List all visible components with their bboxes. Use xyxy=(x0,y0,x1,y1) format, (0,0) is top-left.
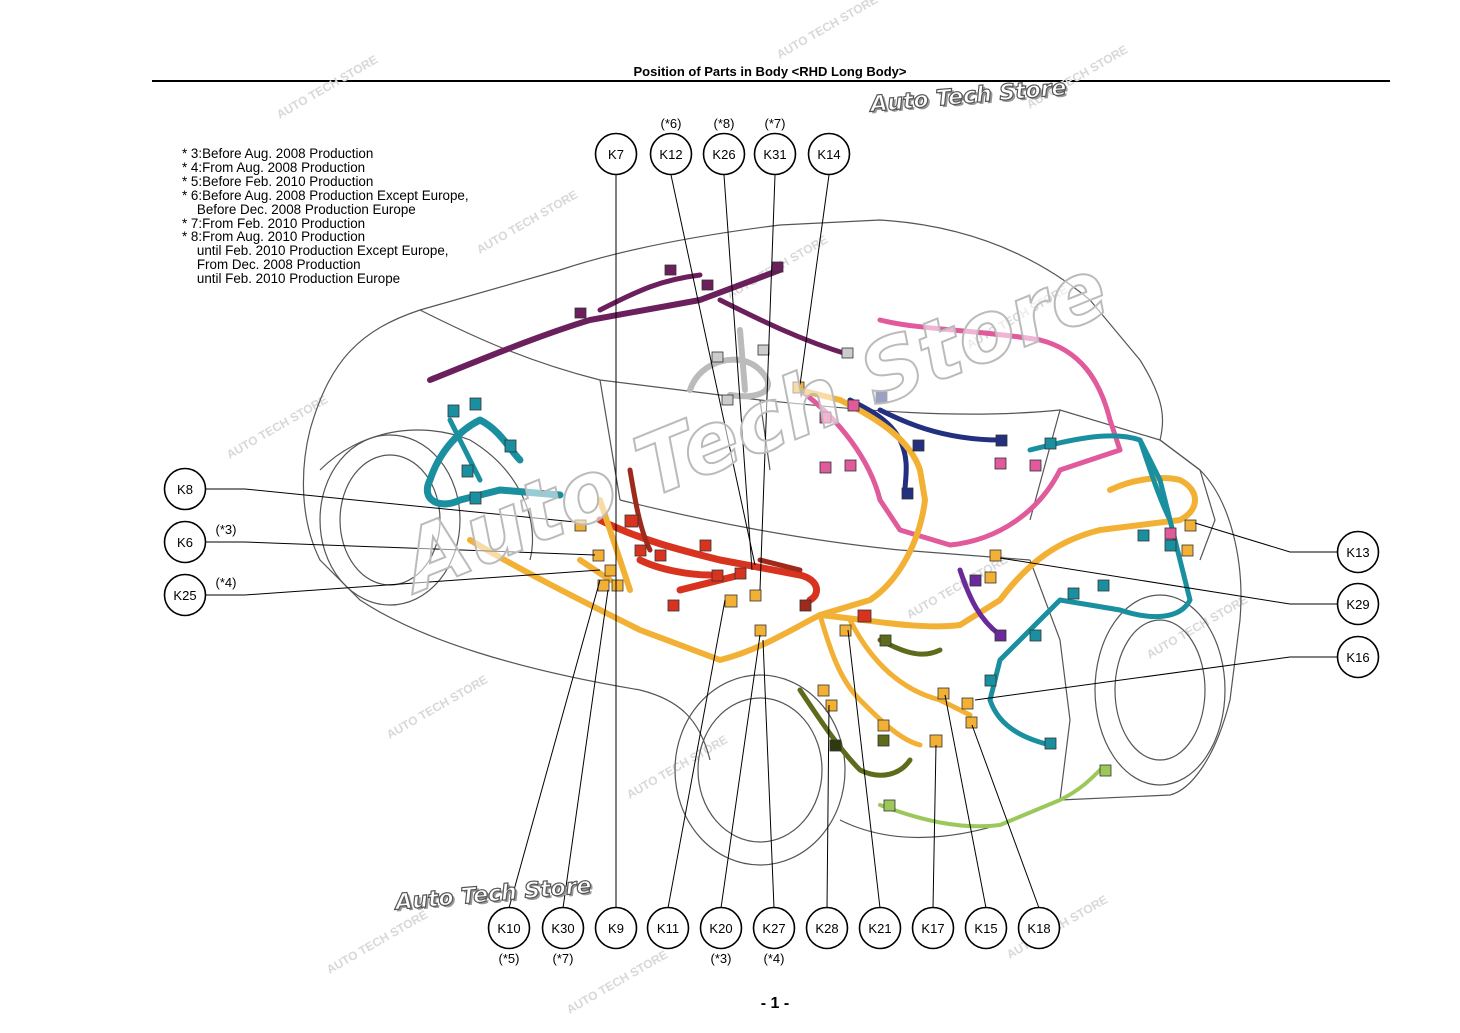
callout-label: K30 xyxy=(551,921,574,936)
pink-harness-main xyxy=(797,387,1123,548)
callout-note: (*8) xyxy=(714,116,735,131)
callout-note: (*3) xyxy=(711,951,732,966)
callout-label: K10 xyxy=(497,921,520,936)
note-line: * 8:From Aug. 2010 Production xyxy=(182,229,366,245)
page-title: Position of Parts in Body <RHD Long Body… xyxy=(633,64,907,79)
callout-K9: K9 xyxy=(594,906,638,950)
pink-harness-roof xyxy=(877,317,1123,453)
callout-label: K8 xyxy=(177,482,193,497)
callout-note: (*4) xyxy=(764,951,785,966)
orange-harness-cross xyxy=(817,475,1198,630)
teal-harness-front-b xyxy=(447,417,483,483)
callout-note: (*5) xyxy=(499,951,520,966)
note-line: * 6:Before Aug. 2008 Production Except E… xyxy=(182,187,469,203)
callout-K26: K26 (*8) xyxy=(702,116,746,176)
callout-label: K16 xyxy=(1346,650,1369,665)
callout-label: K12 xyxy=(659,147,682,162)
production-notes: * 3:Before Aug. 2008 Production * 4:From… xyxy=(182,147,469,286)
callout-K20: K20 (*3) xyxy=(699,906,743,966)
callout-K17: K17 xyxy=(911,906,955,950)
callout-K29: K29 xyxy=(1336,582,1380,626)
connectors xyxy=(447,261,1197,812)
callout-note: (*4) xyxy=(216,575,237,590)
callout-label: K11 xyxy=(657,921,679,936)
callout-K18: K18 xyxy=(1017,906,1061,950)
callout-K12: K12 (*6) xyxy=(649,116,693,176)
callout-label: K13 xyxy=(1346,545,1369,560)
callout-label: K17 xyxy=(921,921,944,936)
callout-note: (*7) xyxy=(553,951,574,966)
callout-note: (*7) xyxy=(765,116,786,131)
teal-harness-rear xyxy=(987,433,1193,748)
note-line: * 7:From Feb. 2010 Production xyxy=(182,215,366,231)
callout-label: K9 xyxy=(608,921,624,936)
note-line: * 5:Before Feb. 2010 Production xyxy=(182,173,374,189)
dark-red-harness xyxy=(627,467,803,573)
lightgreen-harness xyxy=(878,768,1102,829)
callout-label: K20 xyxy=(709,921,732,936)
page-number: - 1 - xyxy=(760,995,790,1012)
callout-label: K14 xyxy=(817,147,840,162)
callout-label: K29 xyxy=(1346,597,1369,612)
callout-label: K21 xyxy=(868,921,891,936)
callout-label: K31 xyxy=(763,147,786,162)
callout-K31: K31 (*7) xyxy=(753,116,797,176)
callout-K13: K13 xyxy=(1336,530,1380,574)
callout-note: (*3) xyxy=(216,522,237,537)
grey-harness xyxy=(687,327,771,400)
callout-K8: K8 xyxy=(163,467,207,511)
callout-label: K27 xyxy=(762,921,785,936)
callout-label: K18 xyxy=(1027,921,1050,936)
callout-K15: K15 xyxy=(964,906,1008,950)
leader-lines xyxy=(205,174,1337,915)
note-line: until Feb. 2010 Production Except Europe… xyxy=(182,243,449,259)
note-line: * 3:Before Aug. 2008 Production xyxy=(182,146,374,161)
callout-K21: K21 xyxy=(858,906,902,950)
callout-label: K28 xyxy=(815,921,838,936)
note-line: Before Dec. 2008 Production Europe xyxy=(182,201,416,217)
callout-label: K25 xyxy=(173,588,196,603)
callout-label: K26 xyxy=(712,147,735,162)
orange-harness-rear xyxy=(817,612,973,748)
note-line: From Dec. 2008 Production xyxy=(182,257,361,273)
callout-K25: K25 (*4) xyxy=(163,573,237,617)
note-line: until Feb. 2010 Production Europe xyxy=(182,271,401,287)
callout-label: K7 xyxy=(608,147,624,162)
callout-K28: K28 xyxy=(805,906,849,950)
callout-label: K15 xyxy=(974,921,997,936)
callout-K10: K10 (*5) xyxy=(487,906,531,966)
vehicle-body-outline xyxy=(302,219,1242,866)
note-line: * 4:From Aug. 2008 Production xyxy=(182,159,366,175)
callout-label: K6 xyxy=(177,535,193,550)
roof-harness-branch xyxy=(597,272,853,358)
callout-K11: K11 xyxy=(646,906,690,950)
callout-K7: K7 xyxy=(594,132,638,176)
callout-K6: K6 (*3) xyxy=(163,520,237,564)
roof-harness xyxy=(427,267,783,383)
callout-K30: K30 (*7) xyxy=(541,906,585,966)
title-rule xyxy=(152,80,1390,82)
wire-harnesses xyxy=(423,267,1198,829)
callout-K16: K16 xyxy=(1336,635,1380,679)
callout-K27: K27 (*4) xyxy=(752,906,796,966)
callout-note: (*6) xyxy=(661,116,682,131)
callout-K14: K14 xyxy=(807,132,851,176)
